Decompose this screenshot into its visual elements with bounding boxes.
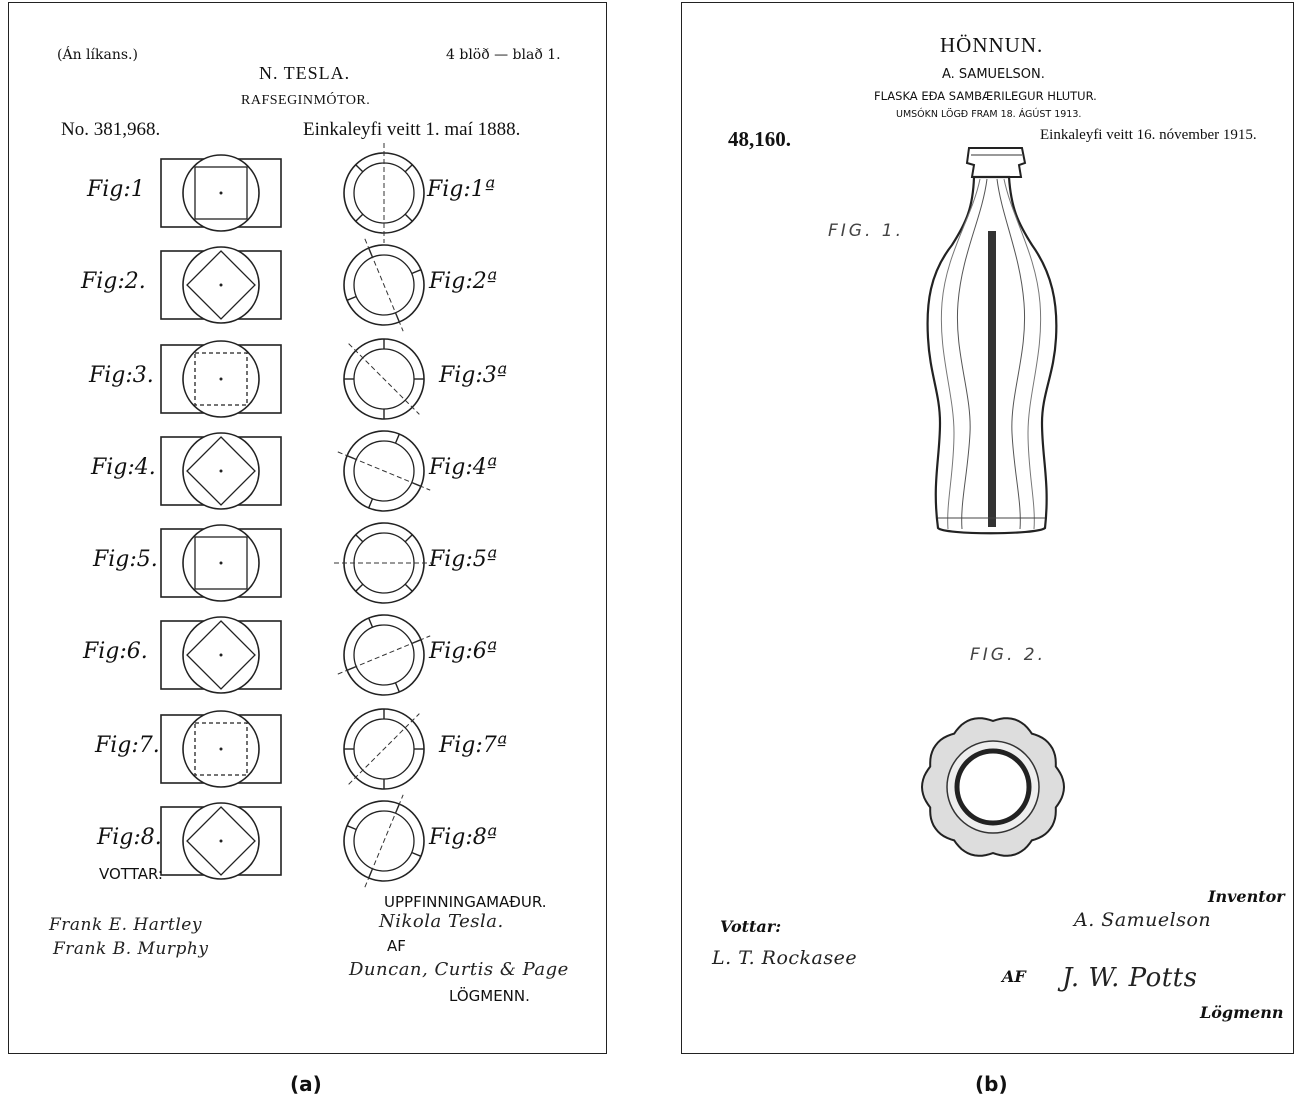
fig-label-right: Fig:6ª	[429, 639, 498, 664]
patent-title: RAFSEGINMÓTOR.	[241, 93, 371, 108]
inventor-label: Inventor	[1208, 887, 1285, 906]
patent-date: Einkaleyfi veitt 1. maí 1888.	[303, 119, 521, 140]
inventor-signature: A. Samuelson	[1074, 909, 1212, 931]
fig-label-right: Fig:3ª	[439, 363, 508, 388]
fig2-label: FIG. 2.	[970, 645, 1046, 665]
inventor-heading: N. TESLA.	[259, 63, 351, 83]
attorney-signature: J. W. Potts	[1062, 963, 1198, 993]
witnesses-label: VOTTAR:	[99, 865, 163, 883]
bottle-side-view	[926, 147, 1058, 535]
attorneys-label: LÖGMENN.	[449, 987, 530, 1005]
attorney-signature: Duncan, Curtis & Page	[349, 959, 569, 980]
inventor-name: A. SAMUELSON.	[942, 67, 1045, 82]
witness-signature-2: Frank B. Murphy	[53, 939, 209, 959]
sheet-number: 4 blöð — blað 1.	[446, 47, 561, 63]
fig-label-right: Fig:1ª	[427, 177, 496, 202]
inventor-label: UPPFINNINGAMAÐUR.	[384, 893, 547, 911]
witness-signature: L. T. Rockasee	[712, 947, 858, 969]
fig-label-left: Fig:1	[87, 177, 145, 202]
fig-label-left: Fig:6.	[83, 639, 148, 664]
fig-label-right: Fig:5ª	[429, 547, 498, 572]
patent-number: No. 381,968.	[61, 119, 161, 140]
by-label: AF	[387, 937, 406, 955]
fig-label-right: Fig:2ª	[429, 269, 498, 294]
design-heading: HÖNNUN.	[940, 33, 1044, 57]
design-title: FLASKA EÐA SAMBÆRILEGUR HLUTUR.	[874, 89, 1097, 103]
witness-signature-1: Frank E. Hartley	[49, 915, 202, 935]
bottle-base-view	[920, 717, 1066, 857]
fig-label-left: Fig:5.	[93, 547, 158, 572]
fig-label-left: Fig:4.	[91, 455, 156, 480]
fig1-label: FIG. 1.	[828, 221, 904, 241]
fig-label-left: Fig:7.	[95, 733, 160, 758]
fig-label-right: Fig:7ª	[439, 733, 508, 758]
fig-label-left: Fig:2.	[81, 269, 146, 294]
fig-label-right: Fig:8ª	[429, 825, 498, 850]
by-label: AF	[1002, 967, 1026, 986]
patent-number: 48,160.	[728, 127, 791, 151]
patent-date: Einkaleyfi veitt 16. nóvember 1915.	[1040, 127, 1257, 143]
motor-figures-drawing	[160, 143, 434, 888]
fig-label-left: Fig:3.	[89, 363, 154, 388]
fig-label-left: Fig:8.	[97, 825, 162, 850]
caption-b: (b)	[975, 1072, 1008, 1096]
caption-a: (a)	[290, 1072, 322, 1096]
bottle-patent-panel: HÖNNUN. A. SAMUELSON. FLASKA EÐA SAMBÆRI…	[681, 2, 1294, 1054]
fig-label-right: Fig:4ª	[429, 455, 498, 480]
inventor-signature: Nikola Tesla.	[379, 911, 504, 932]
model-note: (Án líkans.)	[57, 47, 138, 63]
filing-date: UMSÓKN LÖGÐ FRAM 18. ÁGÚST 1913.	[896, 109, 1082, 120]
witnesses-label: Vottar:	[720, 917, 782, 936]
attorneys-label: Lögmenn	[1200, 1003, 1284, 1022]
tesla-patent-panel: (Án líkans.) 4 blöð — blað 1. N. TESLA. …	[8, 2, 607, 1054]
